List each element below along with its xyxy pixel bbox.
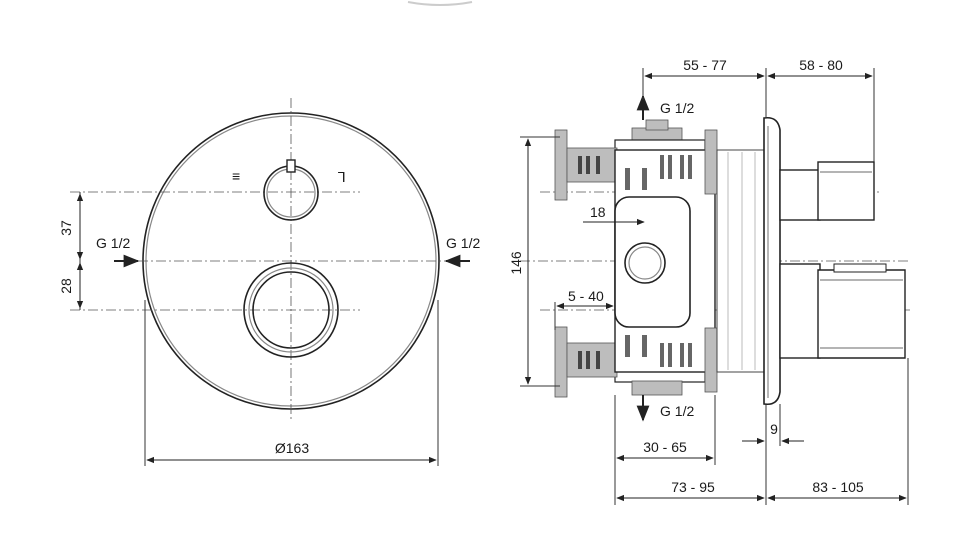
diverter-knob[interactable] [263,159,319,221]
inlet-left-label: G 1/2 [96,235,130,251]
dim-lower-offset: 28 [58,278,74,294]
dim-upper-offset: 37 [58,220,74,236]
thermostat-knob[interactable] [243,262,339,358]
dim-bottom-c: 83 - 105 [812,479,864,495]
cover-plate-side [763,116,781,406]
outlet-bottom-label: G 1/2 [660,403,694,419]
outlet-top-label: G 1/2 [660,100,694,116]
handle-symbol-left: ≡ [232,168,240,184]
dim-plate: 9 [770,421,778,437]
handle-symbol-right: ⅂ [338,169,346,185]
side-view: G 1/2 G 1/2 55 - 77 58 - 80 146 18 5 - 4… [508,57,910,505]
dim-bottom-b: 73 - 95 [671,479,715,495]
inlet-right-label: G 1/2 [446,235,480,251]
dim-diameter: Ø163 [275,440,309,456]
dim-top-b: 58 - 80 [799,57,843,73]
dim-depth-range: 5 - 40 [568,288,604,304]
front-view: ≡ ⅂ G 1/2 G 1/2 37 28 Ø163 [58,1,480,466]
rough-in-box [614,196,691,328]
dim-top-a: 55 - 77 [683,57,727,73]
dim-bottom-a: 30 - 65 [643,439,687,455]
dim-inner-width: 18 [590,204,606,220]
dim-height: 146 [508,251,524,275]
